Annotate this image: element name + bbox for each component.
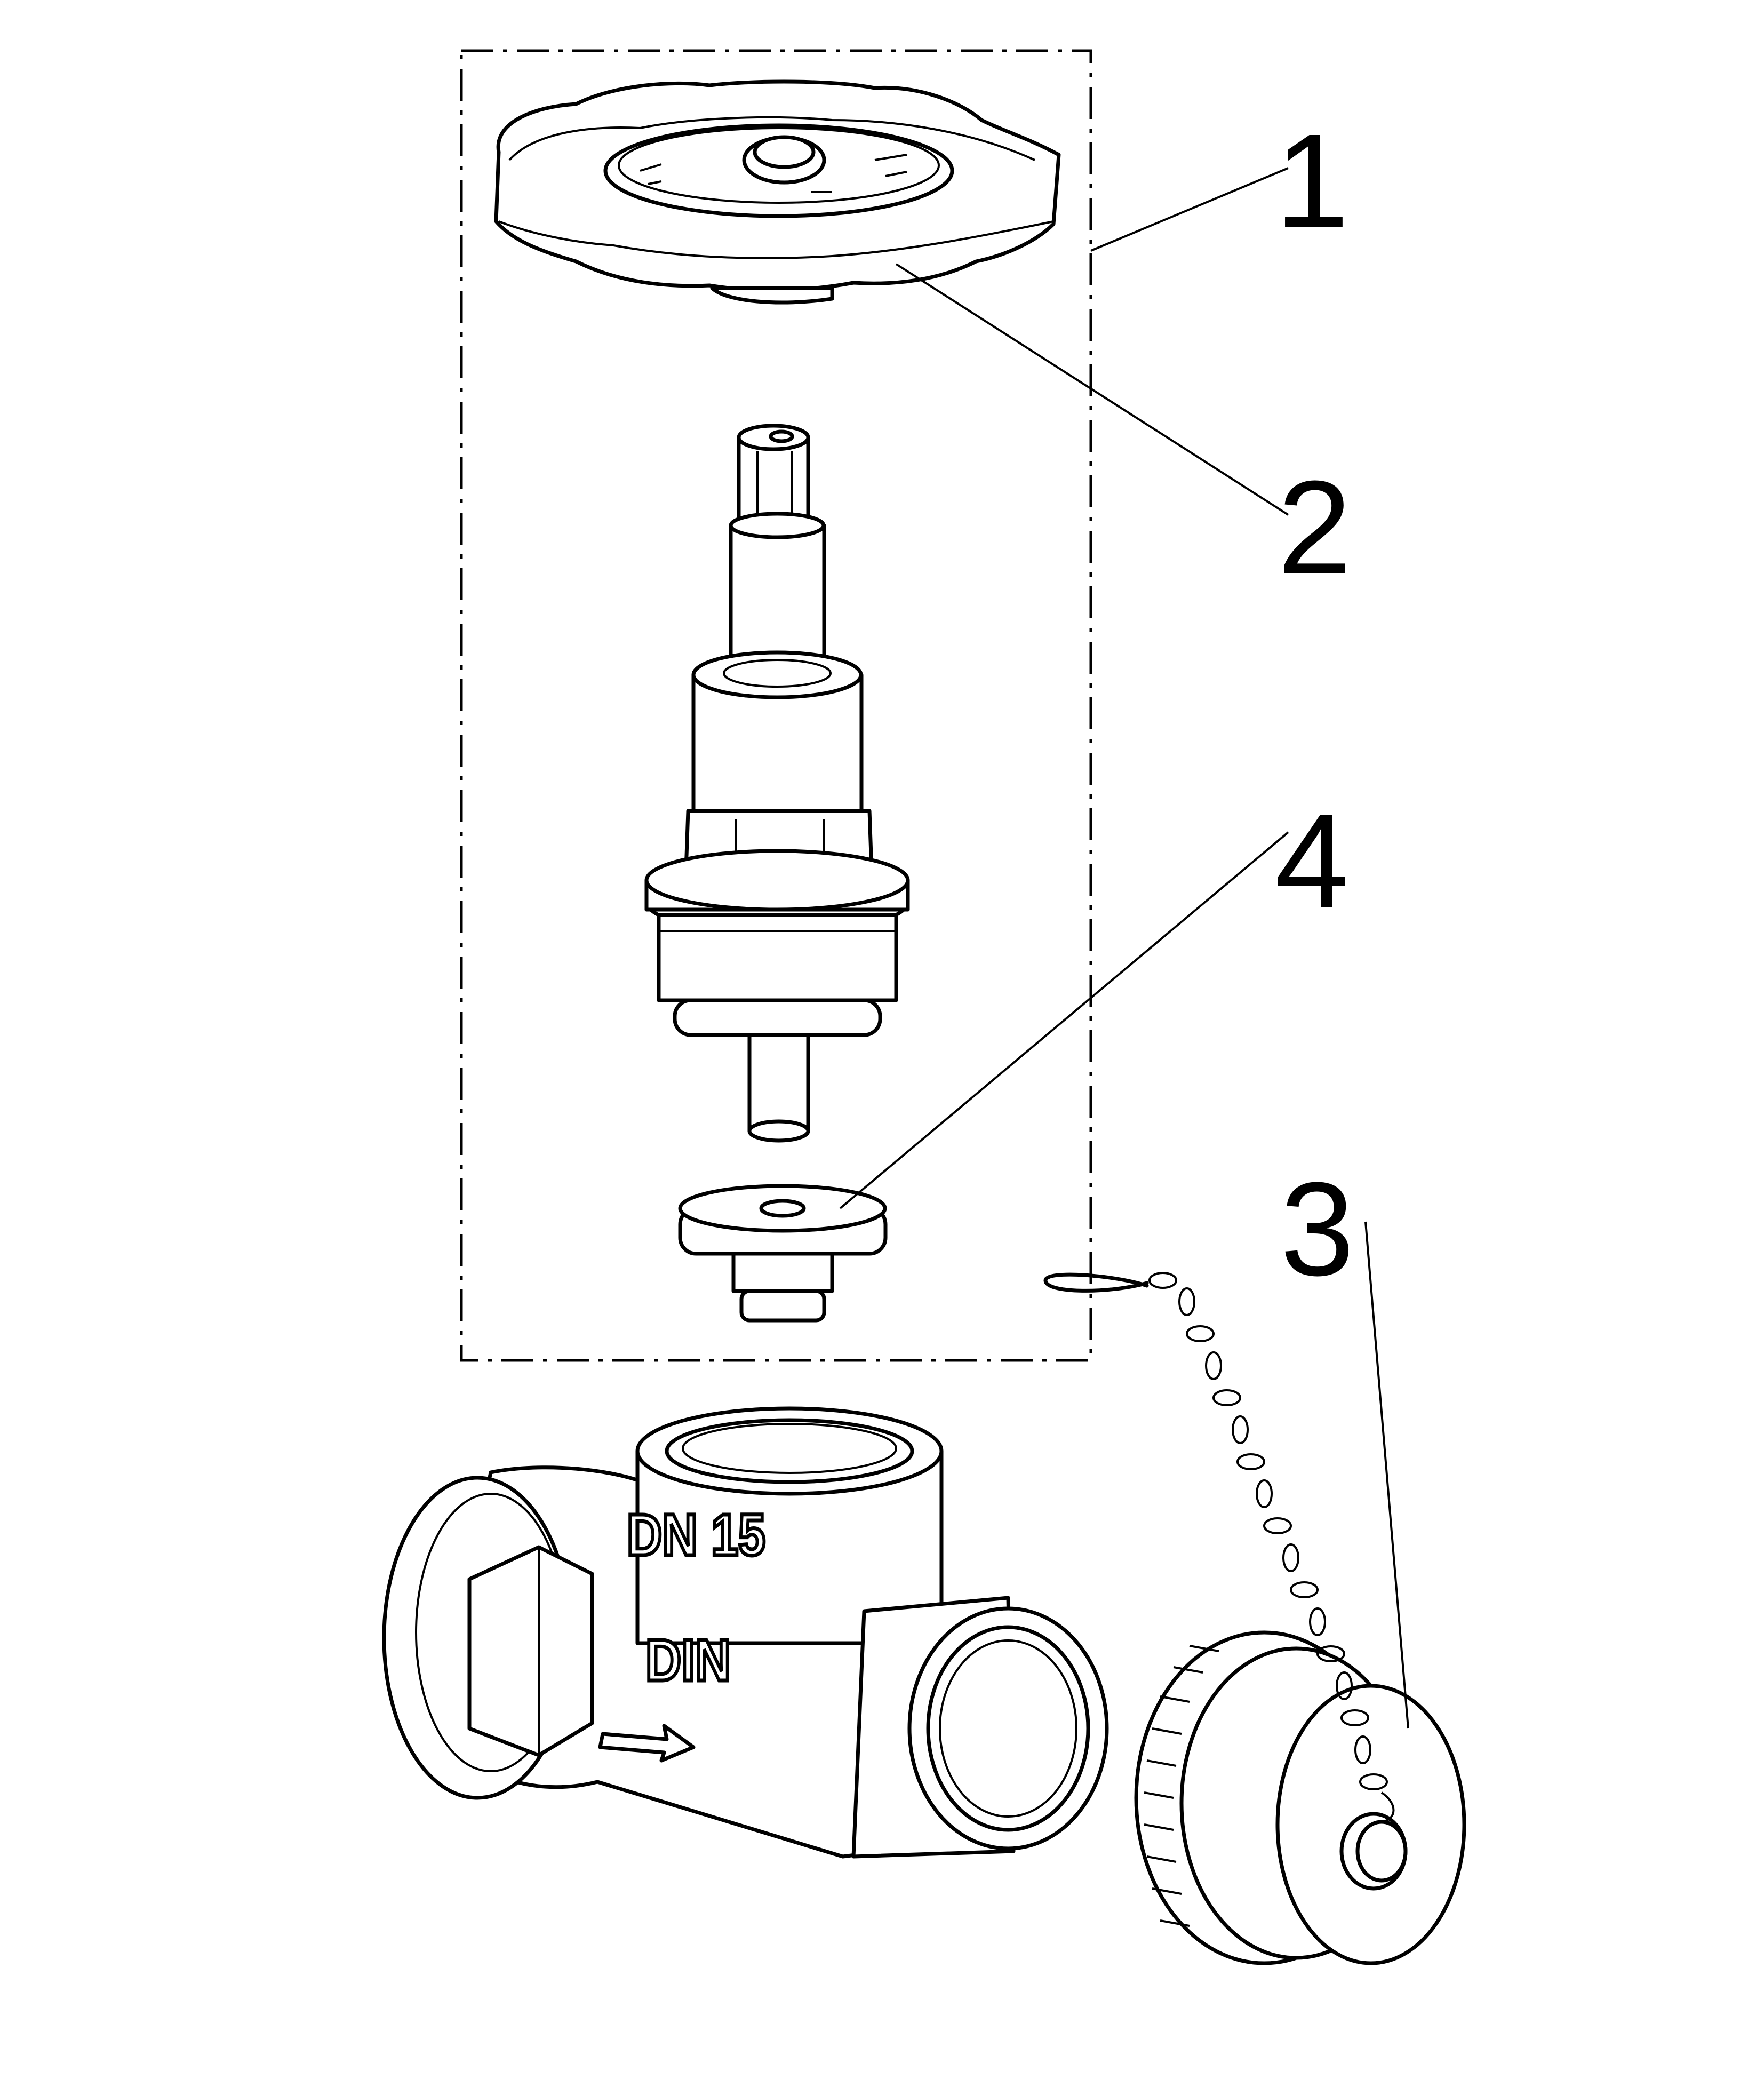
body-marking-size: DN 15	[627, 1502, 765, 1568]
callout-1: 1	[1275, 106, 1349, 255]
cap-knurling	[1144, 1645, 1219, 1927]
washer	[678, 1184, 888, 1323]
headpart	[644, 424, 910, 1143]
callout-4: 4	[1275, 786, 1349, 935]
kit-boundary	[460, 49, 1092, 1362]
split-ring	[1043, 1272, 1149, 1293]
callout-3: 3	[1280, 1154, 1354, 1303]
valve-body: DN 15 DIN	[382, 1406, 1109, 1859]
handwheel	[494, 79, 1061, 305]
cap-chain	[1148, 1272, 1395, 1823]
body-marking-standard: DIN	[645, 1628, 731, 1693]
cap-with-chain	[1043, 1272, 1466, 1965]
leader-lines	[839, 167, 1409, 1729]
callout-2: 2	[1278, 453, 1352, 602]
